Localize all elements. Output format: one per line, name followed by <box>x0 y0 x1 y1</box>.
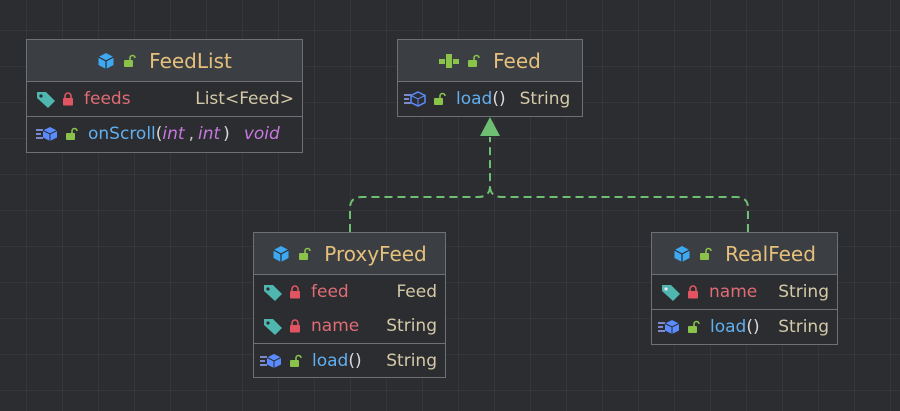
param-comma: , <box>188 124 194 144</box>
method-row[interactable]: load() String <box>652 310 837 344</box>
method-row[interactable]: load() String <box>398 82 582 116</box>
field-name: name <box>709 282 758 302</box>
fields-section: feeds List<Feed> <box>27 82 302 117</box>
unlock-icon <box>64 127 78 141</box>
field-row[interactable]: name String <box>254 309 445 343</box>
method-parens: () <box>492 89 506 109</box>
field-tag-icon <box>263 317 283 335</box>
interface-icon <box>439 53 460 68</box>
return-type: String <box>778 317 829 337</box>
class-header: ProxyFeed <box>254 233 445 275</box>
unlock-icon <box>288 354 302 368</box>
fields-section: name String <box>652 275 837 310</box>
methods-section: onScroll(int,int) void <box>27 117 302 151</box>
field-row[interactable]: name String <box>652 275 837 309</box>
class-name: Feed <box>493 48 541 73</box>
param-type: int <box>198 124 221 144</box>
method-name-text: onScroll <box>88 124 156 144</box>
return-type: void <box>243 124 280 144</box>
field-type: String <box>386 316 437 336</box>
unlock-icon <box>122 54 136 68</box>
field-type: Feed <box>396 282 437 302</box>
param-type: int <box>162 124 185 144</box>
field-type: String <box>778 282 829 302</box>
method-name-text: load <box>710 317 747 337</box>
method-parens: () <box>746 317 760 337</box>
field-row[interactable]: feeds List<Feed> <box>27 82 302 116</box>
method-icon <box>404 91 426 107</box>
method-name-text: load <box>456 89 493 109</box>
method-name: load() <box>312 351 362 371</box>
method-name: load() <box>456 89 506 109</box>
unlock-icon <box>297 247 312 261</box>
close-paren: ) <box>223 124 230 144</box>
fields-section: feed Feed name String <box>254 275 445 344</box>
interface-box-feed[interactable]: Feed load() String <box>397 39 583 117</box>
method-icon <box>260 353 282 369</box>
method-name: load() <box>710 317 760 337</box>
field-type: List<Feed> <box>195 89 294 109</box>
methods-section: load() String <box>254 344 445 378</box>
method-name-text: load <box>312 351 349 371</box>
unlock-icon <box>432 92 446 106</box>
open-paren: ( <box>155 124 163 144</box>
class-box-proxyfeed[interactable]: ProxyFeed feed Feed name String <box>253 232 446 378</box>
class-icon <box>673 245 691 263</box>
field-name: feeds <box>84 89 131 109</box>
return-type: String <box>519 89 571 109</box>
return-type: String <box>386 351 437 371</box>
field-name: feed <box>311 282 349 302</box>
method-row[interactable]: onScroll(int,int) void <box>27 117 302 151</box>
class-header: RealFeed <box>652 233 837 275</box>
method-parens: () <box>348 351 362 371</box>
method-row[interactable]: load() String <box>254 344 445 378</box>
field-tag-icon <box>36 90 56 108</box>
field-name: name <box>311 316 360 336</box>
methods-section: load() String <box>652 310 837 344</box>
class-box-realfeed[interactable]: RealFeed name String load() String <box>651 232 838 345</box>
class-name: FeedList <box>149 48 232 73</box>
class-name: RealFeed <box>725 241 816 266</box>
methods-section: load() String <box>398 82 582 116</box>
lock-icon <box>687 285 699 299</box>
method-icon <box>36 126 58 142</box>
unlock-icon <box>686 320 700 334</box>
class-header: FeedList <box>27 40 302 82</box>
realfeed-implements-feed-line <box>489 185 749 232</box>
lock-icon <box>289 285 301 299</box>
proxyfeed-implements-feed-line <box>349 137 491 232</box>
field-tag-icon <box>263 283 283 301</box>
field-row[interactable]: feed Feed <box>254 275 445 309</box>
lock-icon <box>289 319 301 333</box>
field-tag-icon <box>661 283 681 301</box>
method-name: onScroll(int,int) <box>88 124 230 144</box>
class-box-feedlist[interactable]: FeedList feeds List<Feed> onScroll(int,i… <box>26 39 303 153</box>
method-icon <box>658 319 680 335</box>
class-icon <box>97 52 115 70</box>
class-name: ProxyFeed <box>324 241 427 266</box>
class-header: Feed <box>398 40 582 82</box>
inheritance-arrowhead <box>480 117 500 136</box>
class-icon <box>272 245 290 263</box>
unlock-icon <box>466 54 480 68</box>
unlock-icon <box>698 247 712 261</box>
lock-icon <box>62 92 74 106</box>
